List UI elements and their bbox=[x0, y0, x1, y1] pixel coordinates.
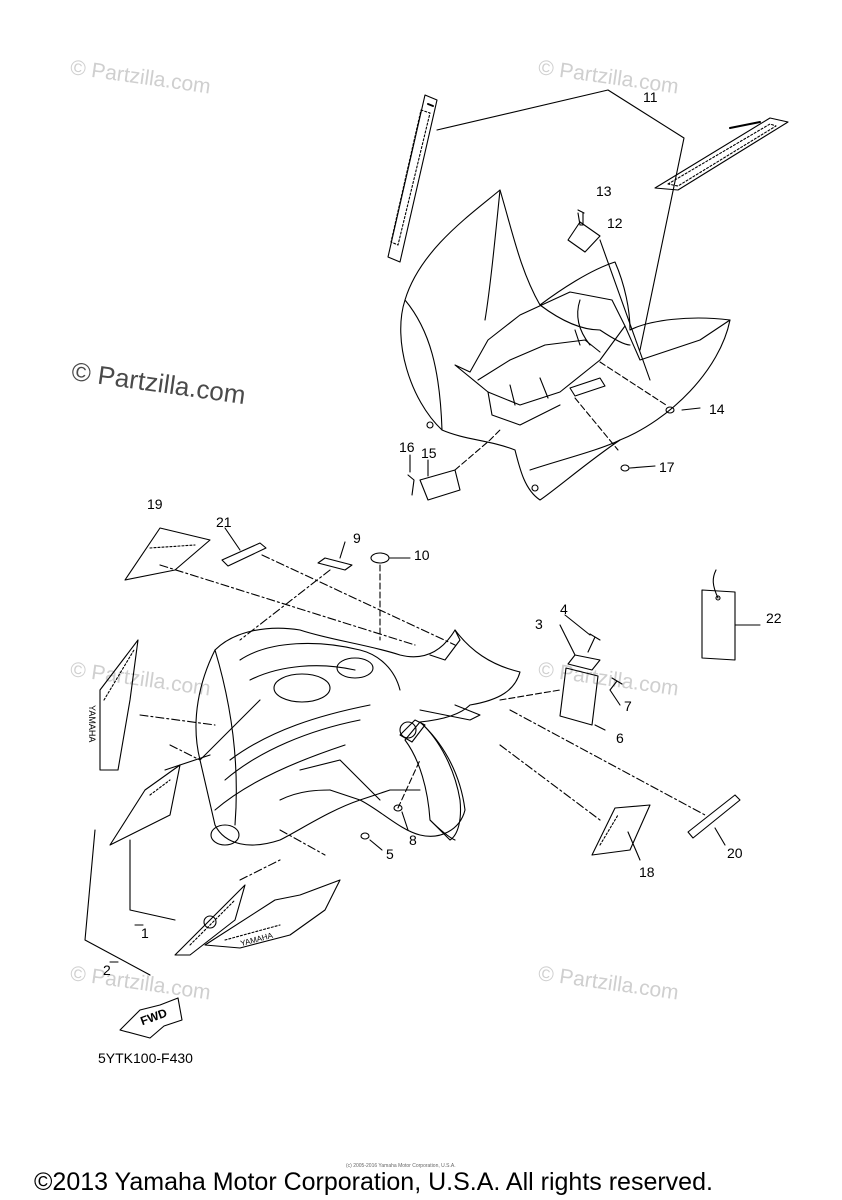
callout-17: 17 bbox=[659, 459, 675, 475]
diagram-code: 5YTK100-F430 bbox=[98, 1050, 193, 1066]
rear-fender-outline bbox=[400, 189, 731, 501]
callout-9: 9 bbox=[353, 530, 361, 546]
part-12-plate bbox=[567, 221, 601, 253]
part-9-sticker bbox=[317, 557, 353, 571]
part-1-decal-bottom bbox=[174, 884, 246, 956]
rear-fender bbox=[387, 89, 789, 501]
copyright-notice: ©2013 Yamaha Motor Corporation, U.S.A. A… bbox=[34, 1168, 713, 1196]
callout-4: 4 bbox=[560, 601, 568, 617]
part-7-bolt bbox=[609, 677, 623, 691]
part-3-cover bbox=[567, 654, 601, 671]
part-21-sticker bbox=[221, 542, 267, 567]
callout-22: 22 bbox=[766, 610, 782, 626]
part-22-tag bbox=[701, 589, 736, 661]
callout-3: 3 bbox=[535, 616, 543, 632]
rear-decal-right bbox=[654, 117, 789, 191]
part-2-decal-bottom bbox=[204, 879, 341, 949]
callout-18: 18 bbox=[639, 864, 655, 880]
callout-7: 7 bbox=[624, 698, 632, 714]
callout-14: 14 bbox=[709, 401, 725, 417]
part-2-decal-top bbox=[99, 639, 139, 771]
brand-lettering: YAMAHA bbox=[87, 705, 97, 743]
part-15-label bbox=[419, 469, 461, 501]
callout-21: 21 bbox=[216, 514, 232, 530]
callout-6: 6 bbox=[616, 730, 624, 746]
part-16-clip bbox=[407, 474, 415, 496]
callout-15: 15 bbox=[421, 445, 437, 461]
part-20-strip bbox=[687, 794, 741, 839]
part-19-decal bbox=[124, 527, 211, 581]
part-17-nut bbox=[620, 464, 630, 472]
part-8-nut bbox=[393, 804, 403, 812]
part-1-decal-top bbox=[109, 764, 181, 846]
fwd-arrow bbox=[119, 997, 183, 1039]
part-4-bolt bbox=[587, 633, 601, 653]
front-fender bbox=[84, 527, 761, 976]
callout-2: 2 bbox=[103, 962, 111, 978]
part-18-decal bbox=[591, 804, 651, 856]
callout-13: 13 bbox=[596, 183, 612, 199]
callout-19: 19 bbox=[147, 496, 163, 512]
callout-12: 12 bbox=[607, 215, 623, 231]
callout-10: 10 bbox=[414, 547, 430, 563]
part-14-nut bbox=[665, 406, 675, 414]
callout-11: 11 bbox=[643, 89, 658, 105]
fine-print-copyright: (c) 2005-2016 Yamaha Motor Corporation, … bbox=[346, 1163, 456, 1169]
callout-1: 1 bbox=[141, 925, 149, 941]
front-fender-outline bbox=[195, 627, 521, 846]
callout-8: 8 bbox=[409, 832, 417, 848]
callout-20: 20 bbox=[727, 845, 743, 861]
callout-5: 5 bbox=[386, 846, 394, 862]
rear-decal-left bbox=[387, 94, 438, 263]
part-13-bolt bbox=[577, 209, 585, 226]
part-10-emblem bbox=[370, 552, 390, 564]
callout-16: 16 bbox=[399, 439, 415, 455]
part-6-plate bbox=[559, 667, 599, 726]
part-5-nut bbox=[360, 832, 370, 840]
